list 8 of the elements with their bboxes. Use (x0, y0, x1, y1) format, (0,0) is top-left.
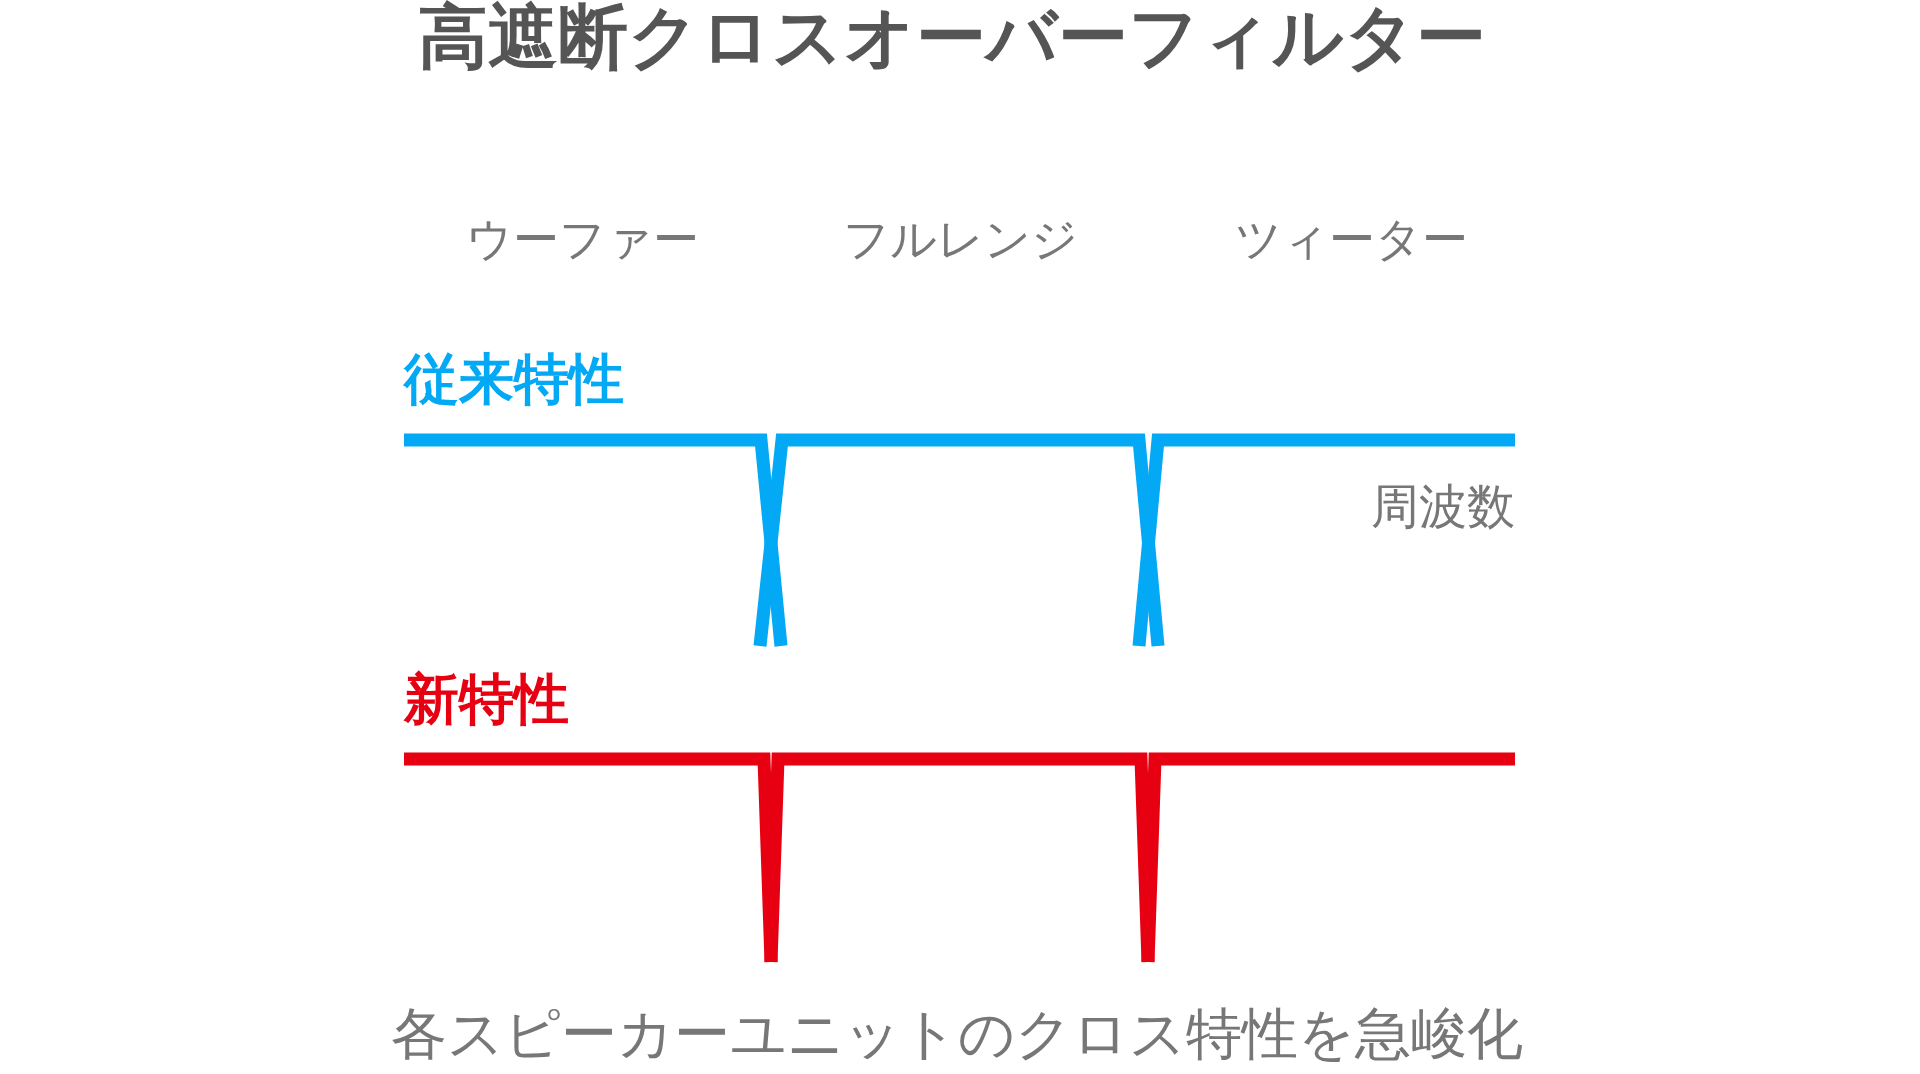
curve-label: 新特性 (404, 672, 569, 727)
speaker-unit-label: フルレンジ (842, 216, 1078, 262)
curve-label: 従来特性 (404, 352, 624, 407)
diagram-title: 高遮断クロスオーバーフィルター (418, 2, 1486, 72)
speaker-unit-label: ツィーター (1234, 216, 1468, 262)
speaker-unit-label: ウーファー (465, 216, 699, 262)
axis-label: 周波数 (1371, 482, 1515, 530)
diagram-caption: 各スピーカーユニットのクロス特性を急峻化 (391, 1006, 1523, 1062)
